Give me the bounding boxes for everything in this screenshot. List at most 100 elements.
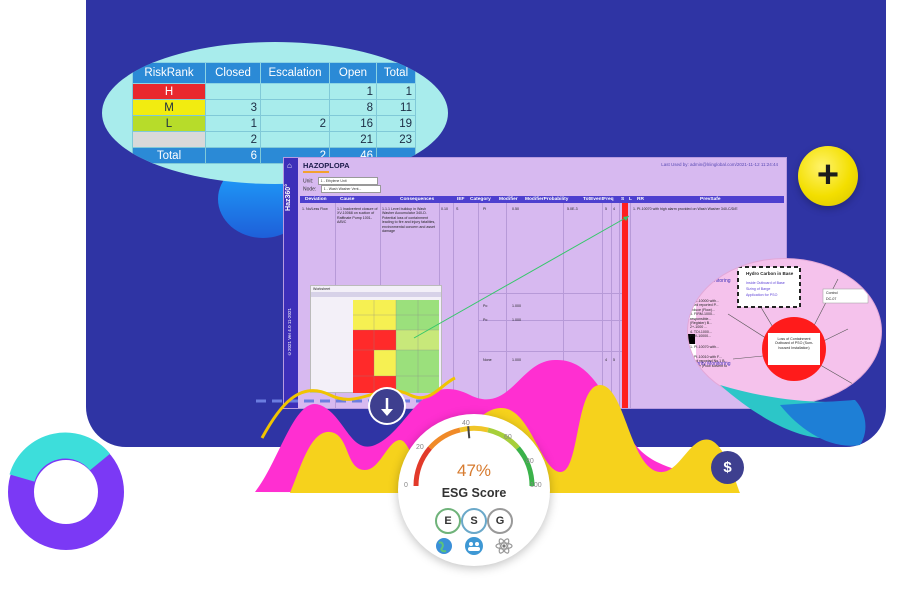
- snippet-text: 3. FIRM-1000...: [690, 312, 715, 317]
- bowtie-line: Application for PSO: [746, 293, 778, 297]
- col-deviation[interactable]: Deviation: [305, 197, 327, 202]
- node-field: Node: 1 - Wash Washer Vent...: [303, 185, 381, 193]
- risk-rank-cell: Total: [132, 147, 206, 164]
- grid-divider: [611, 203, 612, 408]
- bowtie-top-event-title: Hydro Carbon in Base: [746, 271, 794, 276]
- snippet-text: PSV-10000...: [690, 334, 712, 339]
- gauge-tick-label: 0: [404, 482, 408, 489]
- esg-g-badge[interactable]: G: [487, 508, 513, 534]
- risk-header-riskrank[interactable]: RiskRank: [132, 62, 206, 84]
- closed-cell: 6: [205, 147, 261, 164]
- open-cell: 8: [329, 99, 377, 116]
- col-category[interactable]: Category: [470, 197, 491, 202]
- closed-cell: 1: [205, 115, 261, 132]
- globe-icon: [436, 538, 452, 554]
- severity-cell[interactable]: 5: [605, 207, 607, 211]
- mini-header: [311, 292, 441, 297]
- total-cell: 1: [376, 83, 416, 100]
- col-s[interactable]: S: [621, 197, 625, 202]
- modifier-cell[interactable]: Po: [483, 318, 488, 322]
- grid-divider: [478, 203, 479, 408]
- integrity-monitoring-label: Integrity Monitoring: [688, 278, 731, 284]
- esg-score-card: 0 20 40 60 80 100 47% ESG Score E S G: [398, 414, 550, 566]
- closed-cell: 3: [205, 99, 261, 116]
- node-label: Node:: [303, 186, 317, 193]
- total-cell: 19: [376, 115, 416, 132]
- col-modifier-probability[interactable]: ModifierProbability: [525, 197, 569, 202]
- col-prevsafe[interactable]: PrevSafe: [700, 197, 721, 202]
- risk-header-open[interactable]: Open: [329, 62, 377, 84]
- risk-row-unranked[interactable]: 2 21 23: [132, 131, 416, 148]
- loss-of-containment-text: Loss of Containment Outboard of PSO (Sum…: [774, 337, 814, 350]
- open-cell: 1: [329, 83, 377, 100]
- node-select[interactable]: 1 - Wash Washer Vent...: [320, 185, 381, 193]
- closed-cell: [205, 83, 261, 100]
- risk-header-closed[interactable]: Closed: [205, 62, 261, 84]
- zoom-detail-circle: Integrity Monitoring Integrity Monitorin…: [687, 258, 882, 405]
- snippet-text: Feed reported No 1 B...: [690, 359, 728, 364]
- risk-rank-cell: H: [132, 83, 206, 100]
- grid-divider: [602, 203, 603, 408]
- escalation-cell: [260, 83, 330, 100]
- col-tot-event-freq[interactable]: TotEventFreq: [583, 197, 614, 202]
- connector-line: [413, 215, 630, 339]
- snippet-text: 2+-1000 ...: [690, 325, 708, 330]
- deviation-cell[interactable]: 1. No/Less Flow: [302, 207, 328, 211]
- modifier-cell[interactable]: Po: [483, 304, 488, 308]
- modifier-probability-cell[interactable]: 0.50: [512, 207, 519, 211]
- col-modifier[interactable]: Modifier: [499, 197, 518, 202]
- tot-event-freq-cell[interactable]: 5.0E-3: [567, 207, 578, 211]
- esg-e-badge[interactable]: E: [435, 508, 461, 534]
- col-rr[interactable]: RR: [637, 197, 644, 202]
- dollar-button[interactable]: $: [711, 451, 744, 484]
- category-cell[interactable]: S: [456, 207, 459, 211]
- snippet-text: 1. PI-10070 with...: [690, 344, 719, 349]
- scroll-down-button[interactable]: [370, 389, 404, 423]
- risk-row-m[interactable]: M 3 8 11: [132, 99, 416, 116]
- control-label: Control: [826, 291, 838, 295]
- col-cause[interactable]: Cause: [340, 197, 355, 202]
- modifier-probability-cell[interactable]: 1.000: [512, 304, 521, 308]
- risk-header-total[interactable]: Total: [376, 62, 416, 84]
- unit-select[interactable]: 1 - Ethylene Unit: [317, 177, 378, 185]
- grid-divider: [453, 203, 454, 408]
- unit-field: Unit: 1 - Ethylene Unit: [303, 177, 378, 185]
- bowtie-line: Sizing of Barge: [746, 287, 771, 291]
- mini-title: Worksheet: [313, 287, 331, 291]
- risk-rank-cell: L: [132, 115, 206, 132]
- snippet-text: responsible...: [690, 316, 712, 321]
- modifier-cell[interactable]: Pi: [483, 207, 487, 211]
- arrow-down-icon: [381, 398, 393, 416]
- snippet-text: Feed reported P...: [690, 303, 719, 308]
- col-ief[interactable]: IEF: [457, 197, 465, 202]
- total-cell: 11: [376, 99, 416, 116]
- modifier-probability-cell[interactable]: 1.000: [512, 318, 521, 322]
- open-cell: 21: [329, 131, 377, 148]
- snippet-text: 2. PI-10010 with F...: [690, 355, 722, 360]
- likelihood-cell[interactable]: 4: [613, 207, 615, 211]
- risk-rank-table: RiskRank Closed Escalation Open Total H …: [132, 62, 416, 164]
- add-button[interactable]: +: [798, 146, 858, 206]
- unit-label: Unit:: [303, 178, 314, 185]
- snippet-text: 4. TDI-1000...: [690, 329, 712, 334]
- snippet-text: reduce (Flow)...: [690, 307, 715, 312]
- col-consequences[interactable]: Consequences: [400, 197, 435, 202]
- bowtie-line: Inside Outboard of Base: [746, 281, 785, 285]
- grid-divider: [506, 203, 507, 408]
- snippet-list: 2. PI-10000 with... Feed reported P... r…: [690, 299, 730, 373]
- risk-ranking-bar: [622, 203, 628, 408]
- grid-divider: [630, 203, 631, 408]
- risk-row-l[interactable]: L 1 2 16 19: [132, 115, 416, 132]
- ief-cell[interactable]: 0.10: [441, 207, 448, 211]
- home-icon[interactable]: ⌂: [287, 161, 292, 170]
- prevsafe-cell[interactable]: 1. PI-10070 with high alarm provided on …: [633, 207, 738, 211]
- risk-header-escalation[interactable]: Escalation: [260, 62, 330, 84]
- col-l[interactable]: L: [629, 197, 632, 202]
- escalation-cell: 2: [260, 115, 330, 132]
- app-sidebar: ⌂ Haz360° ©2021 Ver 4.0 11-2021: [284, 158, 298, 408]
- cause-cell[interactable]: 1.1 Inadvertent closure of XV-10068 on s…: [337, 207, 378, 225]
- consequences-cell[interactable]: 1.1.1 Level buildup in Wash Washer Accum…: [382, 207, 436, 234]
- risk-row-h[interactable]: H 1 1: [132, 83, 416, 100]
- esg-s-badge[interactable]: S: [461, 508, 487, 534]
- control-value: DC-07: [826, 297, 837, 301]
